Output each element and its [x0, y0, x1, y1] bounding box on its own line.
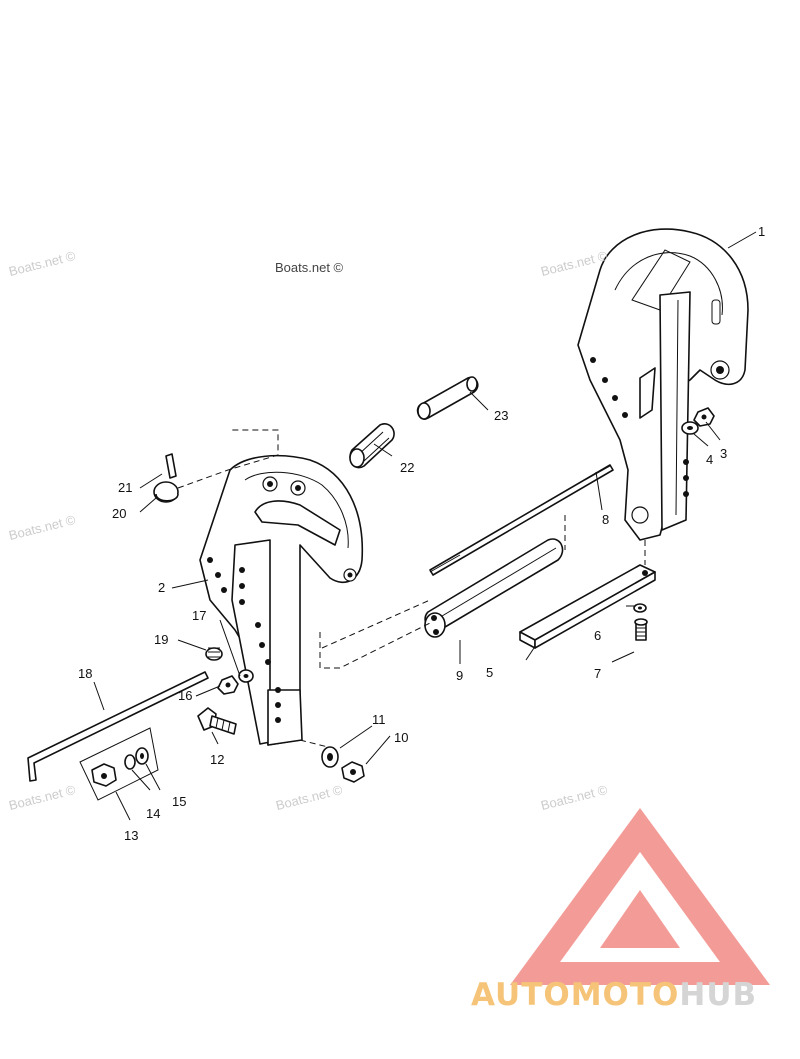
- part-19-knob: [205, 647, 223, 661]
- callout-22: 22: [400, 460, 414, 475]
- callout-19: 19: [154, 632, 168, 647]
- callout-8: 8: [602, 512, 609, 527]
- callout-13: 13: [124, 828, 138, 843]
- callout-11: 11: [372, 712, 386, 727]
- part-5-flat-bar: [519, 564, 656, 649]
- callout-10: 10: [394, 730, 408, 745]
- callout-17: 17: [192, 608, 206, 623]
- callout-5: 5: [486, 665, 493, 680]
- callout-23: 23: [494, 408, 508, 423]
- callout-20: 20: [112, 506, 126, 521]
- callout-16: 16: [178, 688, 192, 703]
- assembly-guide-lines: [177, 429, 646, 749]
- callout-3: 3: [720, 446, 727, 461]
- part-12-bolt: [197, 707, 237, 735]
- callout-4: 4: [706, 452, 713, 467]
- part-23-pin: [416, 376, 479, 420]
- part-10-11-nut-washer: [321, 746, 365, 783]
- callout-12: 12: [210, 752, 224, 767]
- callout-18: 18: [78, 666, 92, 681]
- logo-text-hub: HUB: [679, 977, 758, 1013]
- logo-wordmark: AUTOMOTOHUB: [471, 977, 757, 1013]
- callout-1: 1: [758, 224, 765, 239]
- part-20-21-knob-pin: [153, 453, 179, 503]
- watermark-main: Boats.net ©: [275, 260, 344, 275]
- callout-2: 2: [158, 580, 165, 595]
- part-2-clamp-bracket-left: [199, 454, 364, 746]
- logo-mark: [510, 808, 770, 985]
- part-16-17-nut-washer: [217, 669, 254, 695]
- part-1-clamp-bracket-right: [577, 228, 749, 541]
- part-13-15-nut-assembly: [79, 727, 159, 801]
- part-3-4-nut-washer: [681, 407, 715, 435]
- callout-15: 15: [172, 794, 186, 809]
- part-9-spacer: [424, 538, 564, 638]
- logo-text-automoto: AUTOMOTO: [471, 977, 680, 1013]
- callout-14: 14: [146, 806, 160, 821]
- part-6-7-washer-screw: [633, 603, 648, 641]
- callout-9: 9: [456, 668, 463, 683]
- callout-7: 7: [594, 666, 601, 681]
- callout-6: 6: [594, 628, 601, 643]
- part-22-sleeve: [349, 423, 395, 469]
- callout-leader-lines: [93, 231, 757, 821]
- callout-labels: 1 2 3 4 5 6 7 8 9 10 11 12 13 14 15 16 1…: [78, 224, 765, 843]
- part-8-rod: [429, 464, 614, 576]
- callout-21: 21: [118, 480, 132, 495]
- part-18-l-rod: [27, 671, 209, 782]
